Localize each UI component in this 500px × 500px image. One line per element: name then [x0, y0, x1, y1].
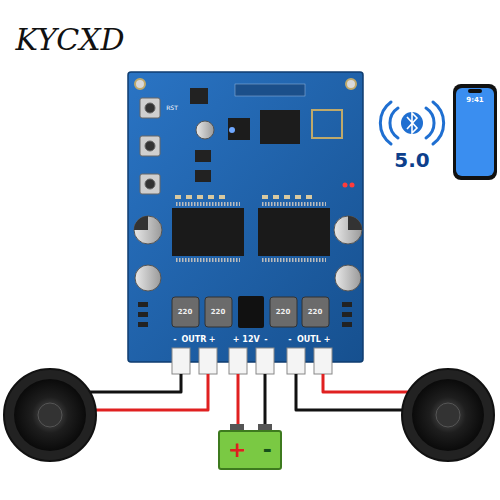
version-label: 5.0: [394, 150, 429, 170]
pin-sign: -: [173, 336, 176, 344]
battery-terminal-sign: +: [228, 439, 246, 461]
inductor-value: 220: [178, 309, 193, 316]
inductor-value: 220: [276, 309, 291, 316]
pin-sign: +: [209, 336, 216, 344]
pin-name: 12V: [242, 336, 259, 344]
pin-sign: +: [324, 336, 331, 344]
battery: +-: [218, 430, 282, 470]
pin-name: OUTL: [297, 336, 321, 344]
watermark: KYCXD: [15, 25, 124, 55]
pin-sign: -: [264, 336, 267, 344]
battery-terminal-sign: -: [263, 439, 272, 461]
pin-name: OUTR: [182, 336, 207, 344]
button-label: RST: [166, 105, 178, 111]
pin-sign: +: [233, 336, 240, 344]
pin-sign: -: [288, 336, 291, 344]
inductor-value: 220: [308, 309, 323, 316]
phone-time: 9:41: [466, 97, 483, 104]
inductor-value: 220: [211, 309, 226, 316]
